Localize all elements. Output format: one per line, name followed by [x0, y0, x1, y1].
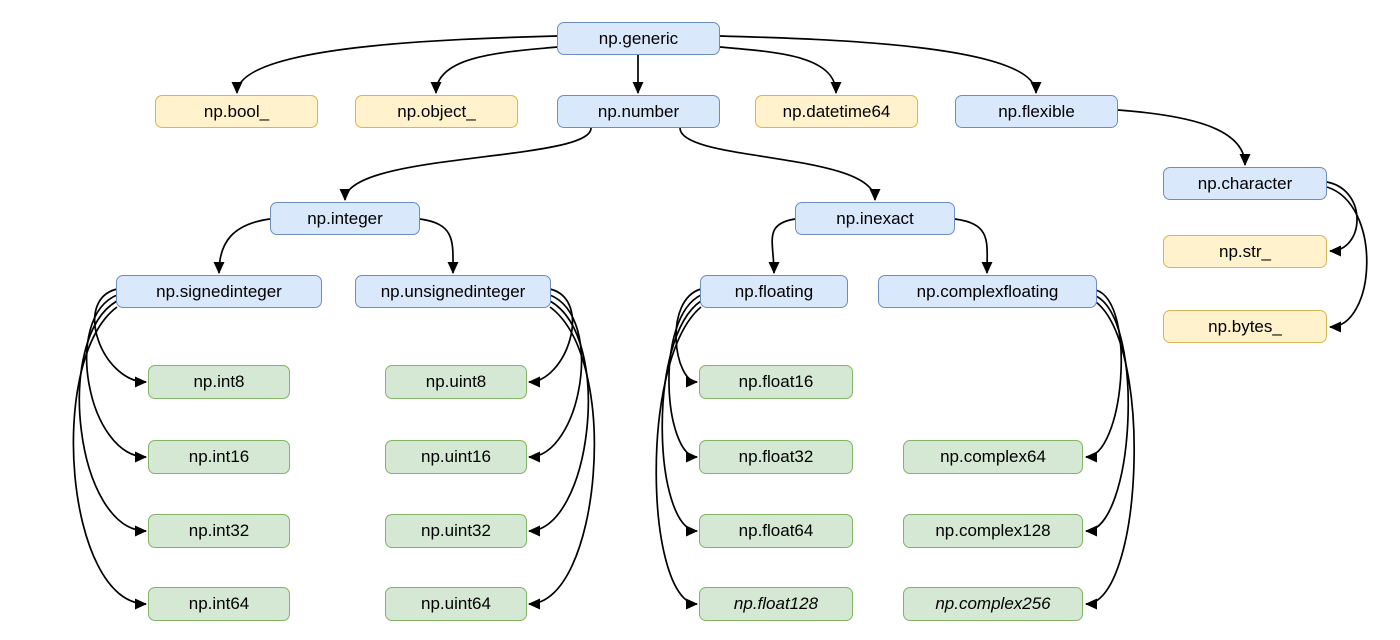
edge-inexact-to-floating — [768, 218, 796, 274]
node-label: np.character — [1197, 173, 1293, 193]
edge-generic-to-datetime64 — [719, 46, 842, 94]
node-np-floating: np.floating — [700, 275, 848, 308]
edge-character-to-bytes — [1326, 186, 1368, 333]
node-label: np.number — [597, 101, 680, 121]
node-np-complex64: np.complex64 — [903, 440, 1083, 474]
node-np-int32: np.int32 — [148, 514, 290, 548]
node-label: np.float64 — [738, 521, 814, 540]
node-label: np.uint16 — [421, 447, 491, 466]
edge-complexfloating-to-complex64 — [1085, 289, 1123, 463]
edge-flexible-to-character — [1117, 109, 1251, 166]
node-np-signedinteger: np.signedinteger — [116, 275, 322, 308]
node-label: np.uint64 — [421, 594, 491, 613]
edge-integer-to-signedinteger — [213, 218, 271, 274]
edge-unsignedinteger-to-uint32 — [528, 300, 590, 537]
edge-signedinteger-to-int64 — [72, 306, 147, 610]
node-np-float32: np.float32 — [699, 440, 853, 474]
node-np-float16: np.float16 — [699, 365, 853, 399]
edge-inexact-to-complexfloating — [954, 218, 993, 274]
edge-signedinteger-to-int8 — [93, 288, 147, 388]
edge-signedinteger-to-int32 — [78, 300, 147, 537]
edge-unsignedinteger-to-uint64 — [528, 306, 596, 610]
node-label: np.floating — [734, 281, 814, 301]
node-label: np.integer — [307, 208, 383, 228]
node-label: np.inexact — [836, 208, 914, 228]
node-np-flexible: np.flexible — [955, 95, 1118, 128]
edge-unsignedinteger-to-uint16 — [528, 294, 583, 463]
edge-character-to-str — [1326, 181, 1358, 257]
node-np-complex128: np.complex128 — [903, 514, 1083, 548]
edge-complexfloating-to-complex128 — [1085, 295, 1130, 537]
node-np-integer: np.integer — [270, 202, 420, 235]
node-label: np.complex256 — [935, 594, 1051, 613]
node-np-character: np.character — [1163, 167, 1327, 200]
edge-number-to-integer — [339, 127, 592, 201]
node-label: np.signedinteger — [156, 281, 282, 301]
node-np-int16: np.int16 — [148, 440, 290, 474]
node-np-float64: np.float64 — [699, 514, 853, 548]
node-label: np.int16 — [188, 447, 250, 466]
node-label: np.complexfloating — [916, 281, 1059, 301]
node-label: np.complex128 — [935, 521, 1051, 540]
node-np-bytes: np.bytes_ — [1163, 310, 1327, 343]
node-label: np.bool_ — [203, 101, 270, 121]
edge-signedinteger-to-int16 — [85, 294, 147, 463]
edge-complexfloating-to-complex256 — [1085, 301, 1135, 610]
node-np-inexact: np.inexact — [795, 202, 955, 235]
node-np-str: np.str_ — [1163, 235, 1327, 268]
edge-unsignedinteger-to-uint8 — [528, 288, 574, 388]
node-label: np.object_ — [397, 101, 476, 121]
node-label: np.generic — [598, 28, 679, 48]
node-label: np.int32 — [188, 521, 250, 540]
node-label: np.str_ — [1219, 241, 1271, 261]
node-np-int64: np.int64 — [148, 587, 290, 621]
node-label: np.flexible — [998, 101, 1075, 121]
node-np-generic: np.generic — [557, 22, 720, 55]
node-np-uint16: np.uint16 — [385, 440, 527, 474]
edge-floating-to-float16 — [675, 288, 702, 388]
node-label: np.uint32 — [421, 521, 491, 540]
node-label: np.unsignedinteger — [380, 281, 526, 301]
node-label: np.float128 — [733, 594, 819, 613]
edge-generic-to-bool — [231, 35, 558, 94]
node-np-object: np.object_ — [355, 95, 518, 128]
edge-number-to-inexact — [679, 127, 881, 201]
node-np-int8: np.int8 — [148, 365, 290, 399]
edge-generic-to-flexible — [719, 35, 1042, 94]
node-np-uint64: np.uint64 — [385, 587, 527, 621]
node-label: np.complex64 — [940, 447, 1046, 466]
node-np-bool: np.bool_ — [155, 95, 318, 128]
node-np-complexfloating: np.complexfloating — [878, 275, 1097, 308]
node-label: np.bytes_ — [1208, 316, 1282, 336]
node-np-uint32: np.uint32 — [385, 514, 527, 548]
edge-floating-to-float32 — [668, 294, 702, 463]
node-label: np.float16 — [738, 372, 814, 391]
node-np-complex256: np.complex256 — [903, 587, 1083, 621]
node-label: np.uint8 — [425, 372, 487, 391]
node-np-number: np.number — [557, 95, 720, 128]
node-label: np.float32 — [738, 447, 814, 466]
node-np-uint8: np.uint8 — [385, 365, 527, 399]
node-np-unsignedinteger: np.unsignedinteger — [355, 275, 551, 308]
edge-floating-to-float128 — [655, 306, 702, 610]
node-label: np.datetime64 — [782, 101, 891, 121]
node-np-datetime64: np.datetime64 — [755, 95, 918, 128]
edge-integer-to-unsignedinteger — [419, 218, 459, 274]
node-label: np.int64 — [188, 594, 250, 613]
node-label: np.int8 — [193, 372, 245, 391]
edge-generic-to-object — [430, 46, 558, 94]
node-np-float128: np.float128 — [699, 587, 853, 621]
edge-floating-to-float64 — [661, 300, 702, 537]
